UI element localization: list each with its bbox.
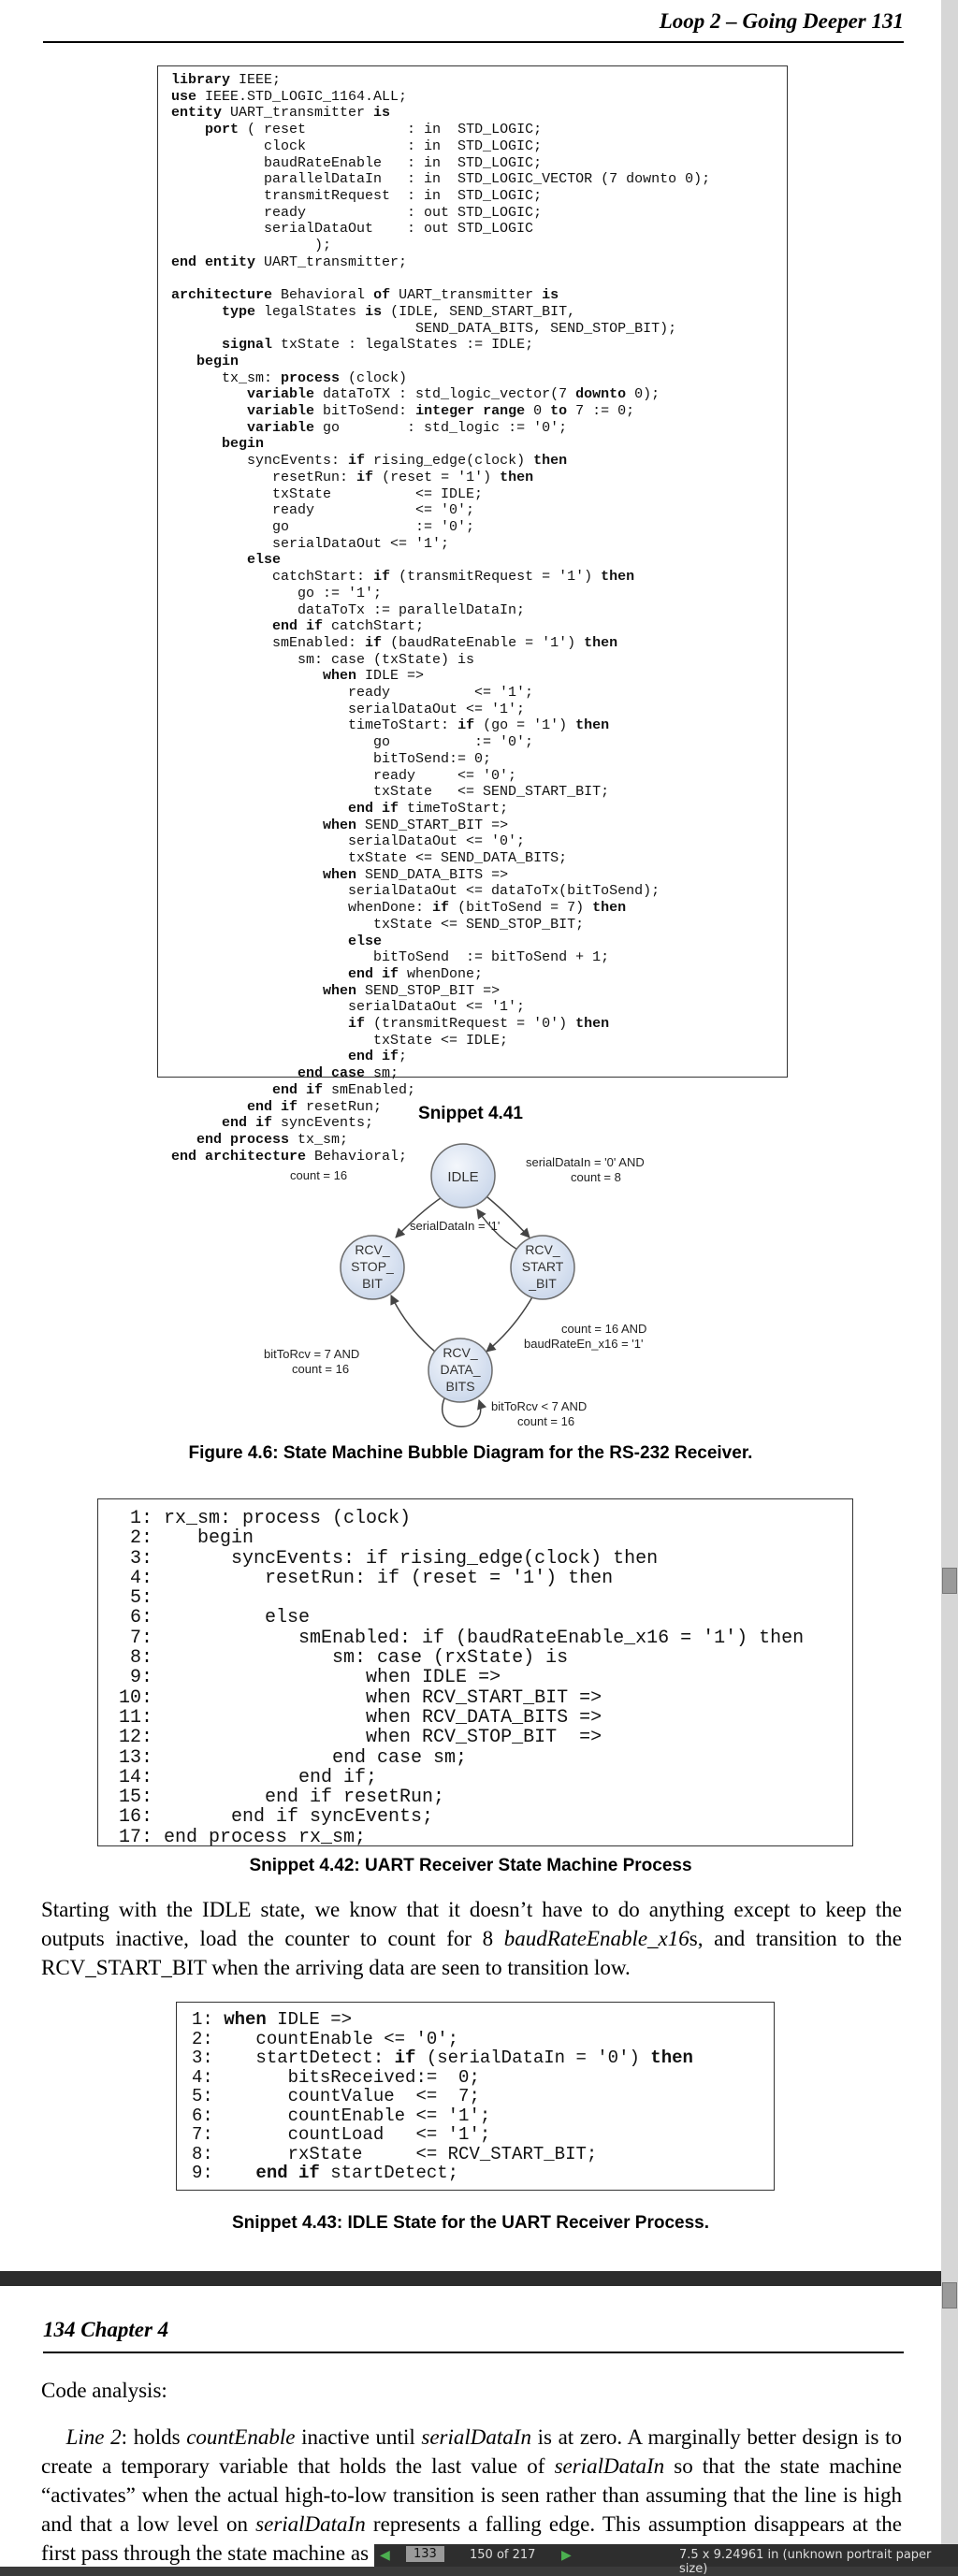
- prev-page-icon[interactable]: ◀: [380, 2548, 390, 2563]
- snippet-442-codebox: 1: rx_sm: process (clock) 2: begin 3: sy…: [97, 1498, 853, 1848]
- scroll-marker[interactable]: [942, 1568, 957, 1594]
- svg-text:IDLE: IDLE: [447, 1169, 478, 1185]
- running-head-text: Loop 2 – Going Deeper 131: [659, 9, 904, 33]
- next-page-icon[interactable]: ▶: [561, 2548, 572, 2563]
- svg-text:START: START: [522, 1259, 564, 1274]
- svg-text:RCV_: RCV_: [525, 1242, 560, 1257]
- state-machine-diagram: IDLE RCV_ START _BIT RCV_ DATA_ BITS RCV…: [264, 1143, 646, 1428]
- svg-text:RCV_: RCV_: [443, 1345, 478, 1360]
- running-head: Loop 2 – Going Deeper 131: [43, 9, 904, 43]
- running-head-2-text: 134 Chapter 4: [43, 2318, 169, 2341]
- paper-size: 7.5 x 9.24961 in (unknown portrait paper…: [679, 2548, 932, 2576]
- paragraph-idle-state: Starting with the IDLE state, we know th…: [41, 1898, 903, 1979]
- arrow-data-to-stop: [390, 1295, 436, 1353]
- snippet-443-code: 1: when IDLE => 2: countEnable <= '0'; 3…: [192, 2009, 693, 2183]
- running-head-2: 134 Chapter 4: [43, 2318, 904, 2353]
- snippet-442-code: 1: rx_sm: process (clock) 2: begin 3: sy…: [119, 1508, 805, 1848]
- label-idle-to-start-1: serialDataIn = '0' AND: [526, 1155, 645, 1169]
- label-data-to-stop-2: count = 16: [292, 1362, 349, 1376]
- label-idle-to-start-2: count = 8: [571, 1170, 621, 1184]
- label-data-self-1: bitToRcv < 7 AND: [491, 1399, 587, 1413]
- state-idle: IDLE: [430, 1143, 496, 1208]
- snippet-442-caption: Snippet 4.42: UART Receiver State Machin…: [249, 1856, 692, 1875]
- snippet-443-codebox: 1: when IDLE => 2: countEnable <= '0'; 3…: [176, 2002, 775, 2191]
- label-data-to-stop-1: bitToRcv = 7 AND: [264, 1347, 359, 1361]
- svg-text:BITS: BITS: [445, 1379, 474, 1394]
- snippet-441-code: library IEEE; use IEEE.STD_LOGIC_1164.AL…: [171, 72, 711, 1165]
- label-count16: count = 16: [290, 1168, 347, 1182]
- svg-text:DATA_: DATA_: [440, 1362, 480, 1377]
- page-gap: [0, 2271, 958, 2286]
- page-134: 134 Chapter 4 Code analysis: Line 2: hol…: [0, 2286, 941, 2567]
- status-bar: ◀ 133 150 of 217 ▶ 7.5 x 9.24961 in (unk…: [374, 2544, 958, 2576]
- section-heading: Code analysis:: [41, 2379, 167, 2402]
- paragraph-code-analysis: Line 2: holds countEnable inactive until…: [41, 2425, 903, 2565]
- svg-text:BIT: BIT: [362, 1276, 383, 1291]
- snippet-441-caption: Snippet 4.41: [418, 1104, 523, 1123]
- state-rcv-stop-bit: RCV_ STOP_ BIT: [340, 1235, 405, 1300]
- svg-text:_BIT: _BIT: [528, 1276, 557, 1291]
- snippet-443-caption: Snippet 4.43: IDLE State for the UART Re…: [232, 2213, 709, 2233]
- figure-46-caption: Figure 4.6: State Machine Bubble Diagram…: [188, 1443, 753, 1463]
- svg-text:STOP_: STOP_: [351, 1259, 394, 1274]
- page-count: 150 of 217: [470, 2548, 536, 2562]
- snippet-441-codebox: library IEEE; use IEEE.STD_LOGIC_1164.AL…: [157, 65, 788, 1165]
- current-page-field[interactable]: 133: [406, 2546, 444, 2562]
- state-rcv-start-bit: RCV_ START _BIT: [510, 1235, 575, 1300]
- label-start-to-idle: serialDataIn = '1': [410, 1219, 500, 1233]
- label-start-to-data-2: baudRateEn_x16 = '1': [524, 1337, 643, 1351]
- page-131: Loop 2 – Going Deeper 131 library IEEE; …: [0, 0, 941, 2271]
- arrow-data-self-loop: [442, 1397, 487, 1427]
- arrow-start-to-data: [486, 1295, 534, 1353]
- scroll-marker-2[interactable]: [942, 2282, 957, 2308]
- svg-text:RCV_: RCV_: [355, 1242, 390, 1257]
- vertical-scrollbar[interactable]: [941, 0, 958, 2567]
- state-rcv-data-bits: RCV_ DATA_ BITS: [428, 1338, 493, 1403]
- label-start-to-data-1: count = 16 AND: [561, 1322, 646, 1336]
- label-data-self-2: count = 16: [517, 1414, 574, 1428]
